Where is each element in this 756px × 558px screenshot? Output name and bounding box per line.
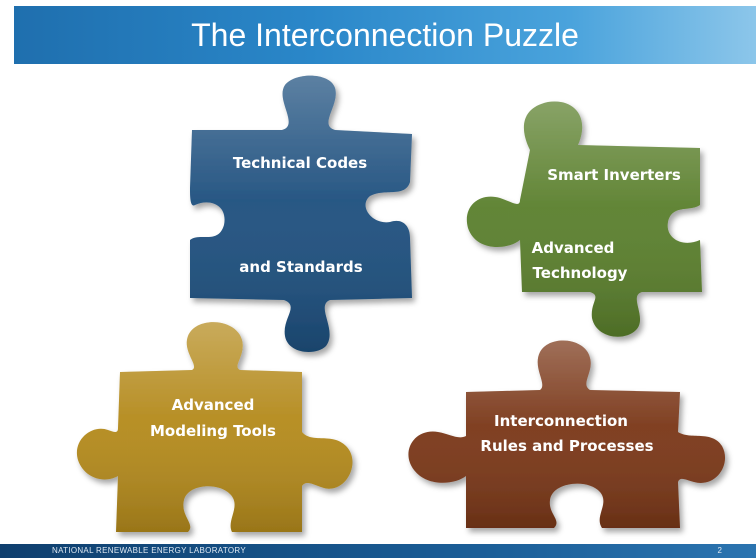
piece-modeling-tools: Advanced Modeling Tools [76, 322, 353, 532]
footer-bar: NATIONAL RENEWABLE ENERGY LABORATORY 2 [0, 544, 756, 558]
title-bar: The Interconnection Puzzle [14, 6, 756, 64]
piece-interconnection-rules: Interconnection Rules and Processes [408, 340, 726, 528]
smart-inverters-label-line3: Technology [533, 264, 628, 282]
slide-title: The Interconnection Puzzle [191, 17, 579, 53]
modeling-tools-label-line2: Modeling Tools [150, 422, 276, 440]
technical-codes-label-line1: Technical Codes [233, 154, 367, 172]
interconnection-rules-label-line1: Interconnection [494, 412, 628, 430]
smart-inverters-label-line2: Advanced [532, 239, 615, 257]
page-number: 2 [717, 546, 722, 555]
interconnection-rules-label-line2: Rules and Processes [480, 437, 653, 455]
footer-org-name: NATIONAL RENEWABLE ENERGY LABORATORY [52, 546, 246, 555]
technical-codes-label-line2: and Standards [239, 258, 363, 276]
puzzle-diagram: Technical Codes and Standards Smart Inve… [76, 75, 726, 532]
piece-smart-inverters: Smart Inverters Advanced Technology [466, 101, 702, 337]
piece-technical-codes: Technical Codes and Standards [190, 75, 412, 352]
smart-inverters-label-line1: Smart Inverters [547, 166, 681, 184]
modeling-tools-label-line1: Advanced [172, 396, 255, 414]
